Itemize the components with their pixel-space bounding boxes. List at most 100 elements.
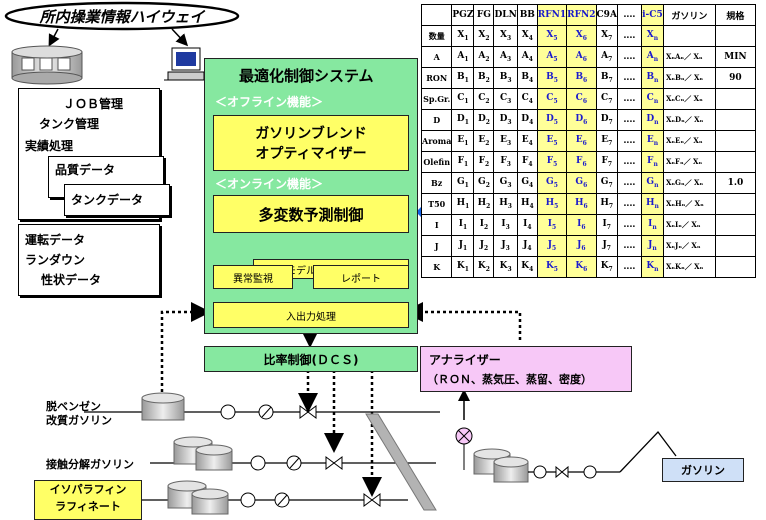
table-cell: A6 [566, 46, 597, 68]
table-cell: A5 [536, 46, 568, 68]
table-cell: ‥‥ [616, 88, 642, 110]
card-job-label: ＪＯＢ管理 [63, 97, 124, 111]
table-header-cell [420, 4, 453, 26]
table-cell: A4 [516, 46, 538, 68]
table-cell: ‥‥ [616, 214, 642, 236]
table-cell: ‥‥ [616, 193, 642, 215]
table-cell: X1 [451, 25, 475, 47]
spec-cell [714, 235, 756, 257]
spec-cell [714, 25, 756, 47]
stream-1-label: 脱ベンゼン 改質ガソリン [46, 400, 112, 428]
table-cell: B3 [493, 67, 518, 89]
table-header-cell: FG [473, 4, 495, 26]
table-cell: C4 [516, 88, 538, 110]
table-cell: D1 [451, 109, 475, 131]
table-cell: K4 [516, 256, 538, 278]
analyzer-subtitle: （ＲＯＮ、蒸気圧、蒸留、密度） [427, 373, 592, 386]
table-cell: A2 [473, 46, 495, 68]
table-cell: E7 [595, 130, 618, 152]
table-cell: E3 [493, 130, 518, 152]
table-cell: H7 [595, 193, 618, 215]
table-cell: D6 [566, 109, 597, 131]
stream-3-line-1: イソパラフィン [49, 483, 127, 496]
workstation-icon [164, 47, 208, 81]
table-cell: I7 [595, 214, 618, 236]
table-cell: F4 [516, 151, 538, 173]
table-cell: ‥‥ [616, 109, 642, 131]
table-cell: B4 [516, 67, 538, 89]
table-cell: H6 [566, 193, 597, 215]
table-cell: B5 [536, 67, 568, 89]
io-box: 入出力処理 [213, 302, 409, 328]
card-rundown-label: ランダウン [25, 253, 86, 267]
table-cell: Dn [640, 109, 664, 131]
table-cell: Kn [640, 256, 664, 278]
card-property-label: 性状データ [41, 273, 102, 287]
table-header-cell: ‥‥ [616, 4, 642, 26]
table-cell: B2 [473, 67, 495, 89]
row-label: Bz [420, 172, 453, 194]
table-cell: J3 [493, 235, 518, 257]
spec-cell [714, 256, 756, 278]
table-cell: C7 [595, 88, 618, 110]
table-cell: F1 [451, 151, 475, 173]
table-cell: ‥‥ [616, 172, 642, 194]
table-cell: G6 [566, 172, 597, 194]
formula-cell: XₙCₙ／ Xₙ [662, 88, 716, 110]
table-cell: J4 [516, 235, 538, 257]
analyzer-box: アナライザー （ＲＯＮ、蒸気圧、蒸留、密度） [420, 346, 632, 392]
table-cell: C6 [566, 88, 597, 110]
table-cell: X3 [493, 25, 518, 47]
row-label: A [420, 46, 453, 68]
formula-cell: XₙGₙ／ Xₙ [662, 172, 716, 194]
table-header-cell: RFN1 [536, 4, 568, 26]
table-cell: X7 [595, 25, 618, 47]
formula-cell: XₙKₙ／ Xₙ [662, 256, 716, 278]
product-tank-2 [493, 456, 529, 483]
table-cell: Xn [640, 25, 664, 47]
table-cell: X4 [516, 25, 538, 47]
table-header-cell: PGZ [451, 4, 475, 26]
stream-1-line-2: 改質ガソリン [46, 414, 112, 427]
table-cell: D2 [473, 109, 495, 131]
table-cell: K3 [493, 256, 518, 278]
table-cell: E1 [451, 130, 475, 152]
table-cell: H1 [451, 193, 475, 215]
dcs-box: 比率制御(ＤＣＳ) [204, 346, 418, 372]
table-header-cell: i-C5 [640, 4, 664, 26]
table-cell: A3 [493, 46, 518, 68]
table-cell: En [640, 130, 664, 152]
feed-tank-1 [141, 392, 185, 421]
table-cell: C2 [473, 88, 495, 110]
table-cell: G7 [595, 172, 618, 194]
table-cell: K1 [451, 256, 475, 278]
spec-cell: 90 [714, 67, 756, 89]
product-box: ガソリン [662, 458, 744, 482]
card-tank-data-label: タンクデータ [71, 193, 144, 207]
table-header-cell: RFN2 [566, 4, 597, 26]
card-tank-mgmt-label: タンク管理 [39, 117, 100, 131]
server-icon [11, 45, 83, 85]
table-cell: ‥‥ [616, 256, 642, 278]
table-cell: B7 [595, 67, 618, 89]
table-cell: J5 [536, 235, 568, 257]
table-cell: G4 [516, 172, 538, 194]
feed-tank-3b [191, 488, 229, 515]
stream-2-label: 接触分解ガソリン [46, 458, 134, 471]
table-cell: X6 [566, 25, 597, 47]
table-cell: I6 [566, 214, 597, 236]
table-cell: F5 [536, 151, 568, 173]
optimizer-line-1: ガソリンブレンド [255, 126, 367, 142]
table-header-cell: 規格 [714, 4, 756, 26]
optimizer-line-2: オプティマイザー [255, 146, 367, 162]
row-label: Aroma [420, 130, 453, 152]
table-cell: Jn [640, 235, 664, 257]
table-cell: A7 [595, 46, 618, 68]
anomaly-box: 異常監視 [213, 265, 293, 289]
table-cell: ‥‥ [616, 46, 642, 68]
row-label: I [420, 214, 453, 236]
